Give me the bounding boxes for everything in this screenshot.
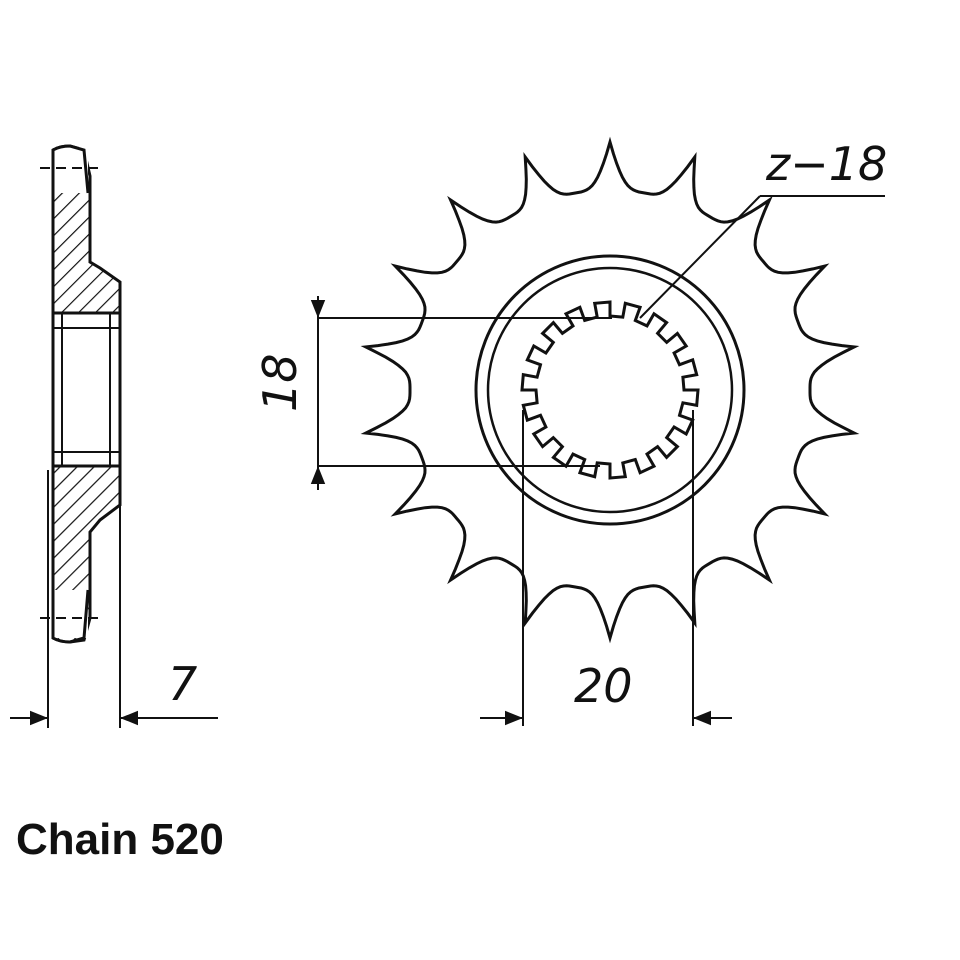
- tooth-count-label: z−18: [765, 137, 887, 191]
- spline-dimension-20-label: 20: [574, 659, 633, 713]
- spline-bore-outline: [520, 300, 700, 480]
- hub-thickness-label: 7: [168, 657, 197, 711]
- side-section-view: [10, 144, 218, 728]
- hub-outer-ring: [474, 254, 746, 526]
- spline-dimension-18-label: 18: [253, 353, 307, 412]
- bore-section: [51, 311, 122, 468]
- sprocket-tooth-outline: [360, 136, 860, 644]
- chain-size-caption: Chain 520: [16, 815, 224, 864]
- front-view: [310, 136, 885, 726]
- lower-tooth-tip: [54, 590, 88, 638]
- hub-inner-ring: [486, 266, 734, 514]
- upper-tooth-tip: [54, 147, 88, 193]
